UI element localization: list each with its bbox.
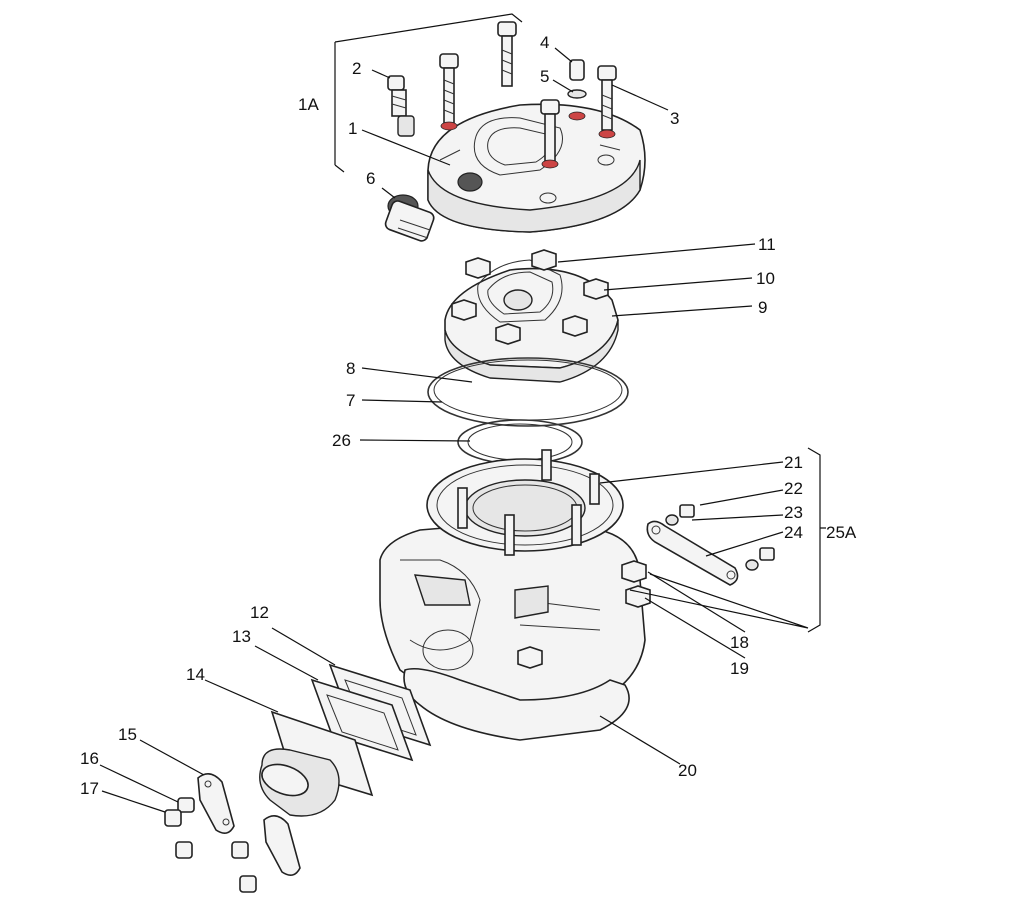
callout-labels: 1A 2 1 4 5 3 6 11 10 9 8 7 26 21 22 23 2… xyxy=(80,33,857,798)
label-6: 6 xyxy=(366,169,375,188)
reed-plate-13 xyxy=(310,678,414,762)
bracket-24 xyxy=(646,504,775,586)
bolts-16-17 xyxy=(164,797,257,893)
label-1: 1 xyxy=(348,119,357,138)
cylinder-head xyxy=(427,103,646,233)
label-18: 18 xyxy=(730,633,749,652)
leader-lines xyxy=(99,13,826,813)
label-11: 11 xyxy=(758,235,776,254)
fitting-part-2 xyxy=(387,75,415,137)
head-bolt-top xyxy=(497,21,517,87)
label-25a: 25A xyxy=(826,523,857,542)
label-15: 15 xyxy=(118,725,137,744)
head-bolt-center xyxy=(540,99,560,169)
plates-15 xyxy=(197,773,301,876)
label-24: 24 xyxy=(784,523,803,542)
o-rings xyxy=(427,357,629,465)
intake-manifold-14 xyxy=(259,710,374,817)
label-10: 10 xyxy=(756,269,775,288)
label-2: 2 xyxy=(352,59,361,78)
label-17: 17 xyxy=(80,779,99,798)
label-3: 3 xyxy=(670,109,679,128)
label-8: 8 xyxy=(346,359,355,378)
label-19: 19 xyxy=(730,659,749,678)
label-9: 9 xyxy=(758,298,767,317)
label-20: 20 xyxy=(678,761,697,780)
label-4: 4 xyxy=(540,33,549,52)
nuts-18-19 xyxy=(517,560,651,669)
label-22: 22 xyxy=(784,479,803,498)
label-14: 14 xyxy=(186,665,205,684)
label-26: 26 xyxy=(332,431,351,450)
label-13: 13 xyxy=(232,627,251,646)
label-7: 7 xyxy=(346,391,355,410)
head-bolt-right xyxy=(597,65,617,139)
label-21: 21 xyxy=(784,453,803,472)
nuts-on-plate xyxy=(451,249,609,345)
label-12: 12 xyxy=(250,603,269,622)
head-bolt-left xyxy=(439,53,459,131)
label-5: 5 xyxy=(540,67,549,86)
cylinder-body xyxy=(379,458,646,706)
cylinder-studs xyxy=(457,449,600,556)
label-23: 23 xyxy=(784,503,803,522)
label-16: 16 xyxy=(80,749,99,768)
plug-part-6 xyxy=(384,194,435,242)
base-gasket xyxy=(403,667,630,741)
label-1a: 1A xyxy=(298,95,319,114)
